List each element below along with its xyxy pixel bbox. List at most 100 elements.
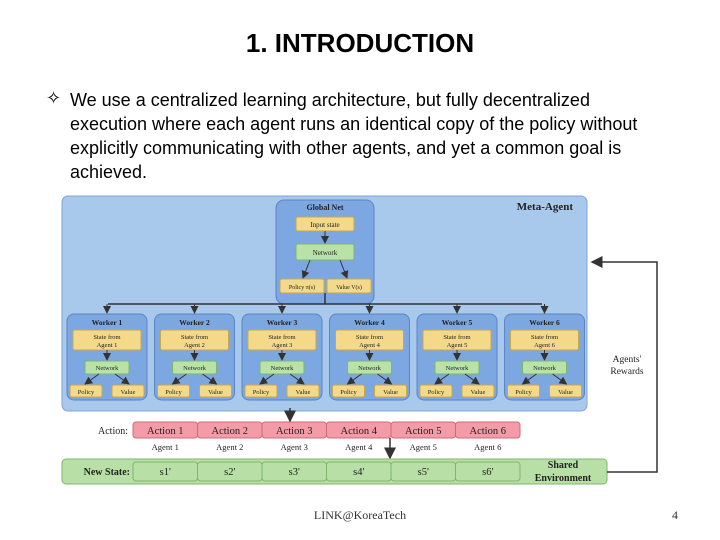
worker-1-value-label: Value bbox=[121, 389, 136, 396]
worker-1-state-line2: Agent 1 bbox=[97, 342, 118, 349]
action-6-box bbox=[455, 421, 521, 439]
worker-1-policy-box bbox=[69, 384, 103, 398]
worker-3-value-box bbox=[286, 384, 320, 398]
global-network-box bbox=[295, 243, 355, 261]
agent-6-label: Agent 6 bbox=[474, 442, 501, 452]
worker-6-value-box bbox=[549, 384, 582, 398]
state-2-label: s2' bbox=[224, 467, 235, 478]
worker-2-value-label: Value bbox=[208, 389, 223, 396]
new-state-label: New State: bbox=[84, 467, 130, 478]
action-1-label: Action 1 bbox=[147, 426, 183, 437]
slide-title: 1. INTRODUCTION bbox=[245, 28, 475, 58]
worker-4-title: Worker 4 bbox=[354, 318, 385, 327]
worker-4-value-box bbox=[374, 384, 407, 398]
worker-3-state-line1: State from bbox=[268, 334, 295, 341]
action-label: Action: bbox=[98, 426, 128, 437]
worker-1-arrow-policy bbox=[84, 373, 100, 385]
rewards-feedback-arrow bbox=[590, 256, 658, 473]
worker-4-policy-box bbox=[332, 384, 365, 398]
global-policy-label: Policy π(s) bbox=[289, 284, 315, 291]
worker-4-value-label: Value bbox=[383, 389, 398, 396]
global-arrow-value bbox=[339, 259, 349, 279]
worker-5-title: Worker 5 bbox=[442, 318, 473, 327]
state-5-label: s5' bbox=[418, 467, 429, 478]
agent-3-label: Agent 3 bbox=[281, 442, 308, 452]
environment-line1: Shared bbox=[548, 460, 579, 471]
worker-5-value-box bbox=[461, 384, 495, 398]
worker-2-state-line2: Agent 2 bbox=[184, 342, 205, 349]
global-arrow-policy bbox=[301, 259, 311, 279]
worker-2-title: Worker 2 bbox=[179, 318, 210, 327]
worker-4-network-label: Network bbox=[358, 365, 381, 372]
worker-6-arrow-value bbox=[552, 373, 568, 385]
worker-2-network-label: Network bbox=[183, 365, 206, 372]
worker-2-state-line1: State from bbox=[181, 334, 208, 341]
state-6-box bbox=[455, 461, 521, 482]
worker-3-value-label: Value bbox=[296, 389, 311, 396]
worker-1-value-box bbox=[111, 384, 145, 398]
worker-5-state-line2: Agent 5 bbox=[447, 342, 468, 349]
worker-2-value-box bbox=[199, 384, 232, 398]
worker-5-value-label: Value bbox=[471, 389, 486, 396]
action-2-label: Action 2 bbox=[212, 426, 248, 437]
footer-text: LINK@KoreaTech bbox=[313, 508, 407, 522]
worker-1-state-line1: State from bbox=[93, 334, 120, 341]
agent-1-label: Agent 1 bbox=[152, 442, 179, 452]
action-6-label: Action 6 bbox=[470, 426, 506, 437]
worker-4-arrow-policy bbox=[346, 373, 362, 385]
agent-2-label: Agent 2 bbox=[216, 442, 243, 452]
environment-line2: Environment bbox=[535, 473, 592, 484]
bullet-star-icon: ✧ bbox=[46, 88, 62, 108]
worker-3-arrow-value bbox=[289, 373, 305, 385]
rewards-line1: Agents' bbox=[613, 355, 642, 365]
worker-5-network-box bbox=[434, 360, 480, 375]
worker-2-policy-box bbox=[157, 384, 190, 398]
state-4-label: s4' bbox=[353, 467, 364, 478]
global-net-title: Global Net bbox=[306, 203, 343, 212]
worker-4-policy-label: Policy bbox=[340, 389, 357, 396]
worker-1-network-box bbox=[84, 360, 130, 375]
global-value-box bbox=[326, 278, 372, 294]
agent-5-label: Agent 5 bbox=[410, 442, 437, 452]
rewards-line2: Rewards bbox=[610, 367, 644, 377]
worker-3-state-line2: Agent 3 bbox=[272, 342, 293, 349]
action-3-label: Action 3 bbox=[276, 426, 312, 437]
worker-5-state-line1: State from bbox=[443, 334, 470, 341]
worker-4-network-box bbox=[347, 360, 392, 375]
action-5-label: Action 5 bbox=[405, 426, 441, 437]
global-value-label: Value V(s) bbox=[336, 284, 362, 291]
bullet-text: We use a centralized learning architectu… bbox=[70, 90, 638, 182]
worker-5-arrow-policy bbox=[434, 373, 450, 385]
page-number: 4 bbox=[672, 508, 678, 522]
worker-5-policy-label: Policy bbox=[428, 389, 445, 396]
worker-6-policy-label: Policy bbox=[515, 389, 532, 396]
worker-6-value-label: Value bbox=[558, 389, 573, 396]
worker-6-state-line1: State from bbox=[531, 334, 558, 341]
worker-5-network-label: Network bbox=[446, 365, 469, 372]
worker-4-state-line2: Agent 4 bbox=[359, 342, 381, 349]
global-policy-box bbox=[279, 278, 325, 294]
worker-2-arrow-value bbox=[202, 373, 218, 385]
worker-4-arrow-value bbox=[377, 373, 393, 385]
worker-6-arrow-policy bbox=[521, 373, 537, 385]
worker-5-policy-box bbox=[419, 384, 453, 398]
action-4-label: Action 4 bbox=[341, 426, 378, 437]
worker-3-title: Worker 3 bbox=[267, 318, 298, 327]
meta-agent-label: Meta-Agent bbox=[517, 201, 574, 213]
worker-2-arrow-policy bbox=[171, 373, 187, 385]
worker-4-state-line1: State from bbox=[356, 334, 383, 341]
state-3-label: s3' bbox=[289, 467, 300, 478]
worker-3-policy-label: Policy bbox=[253, 389, 270, 396]
worker-2-network-box bbox=[172, 360, 217, 375]
worker-1-network-label: Network bbox=[96, 365, 119, 372]
worker-1-arrow-value bbox=[114, 373, 130, 385]
worker-5-arrow-value bbox=[464, 373, 480, 385]
worker-2-policy-label: Policy bbox=[165, 389, 182, 396]
worker-6-network-label: Network bbox=[533, 365, 556, 372]
worker-6-state-line2: Agent 6 bbox=[534, 342, 556, 349]
global-network-label: Network bbox=[313, 249, 338, 257]
worker-3-arrow-policy bbox=[259, 373, 275, 385]
worker-1-policy-label: Policy bbox=[78, 389, 95, 396]
agent-4-label: Agent 4 bbox=[345, 442, 373, 452]
